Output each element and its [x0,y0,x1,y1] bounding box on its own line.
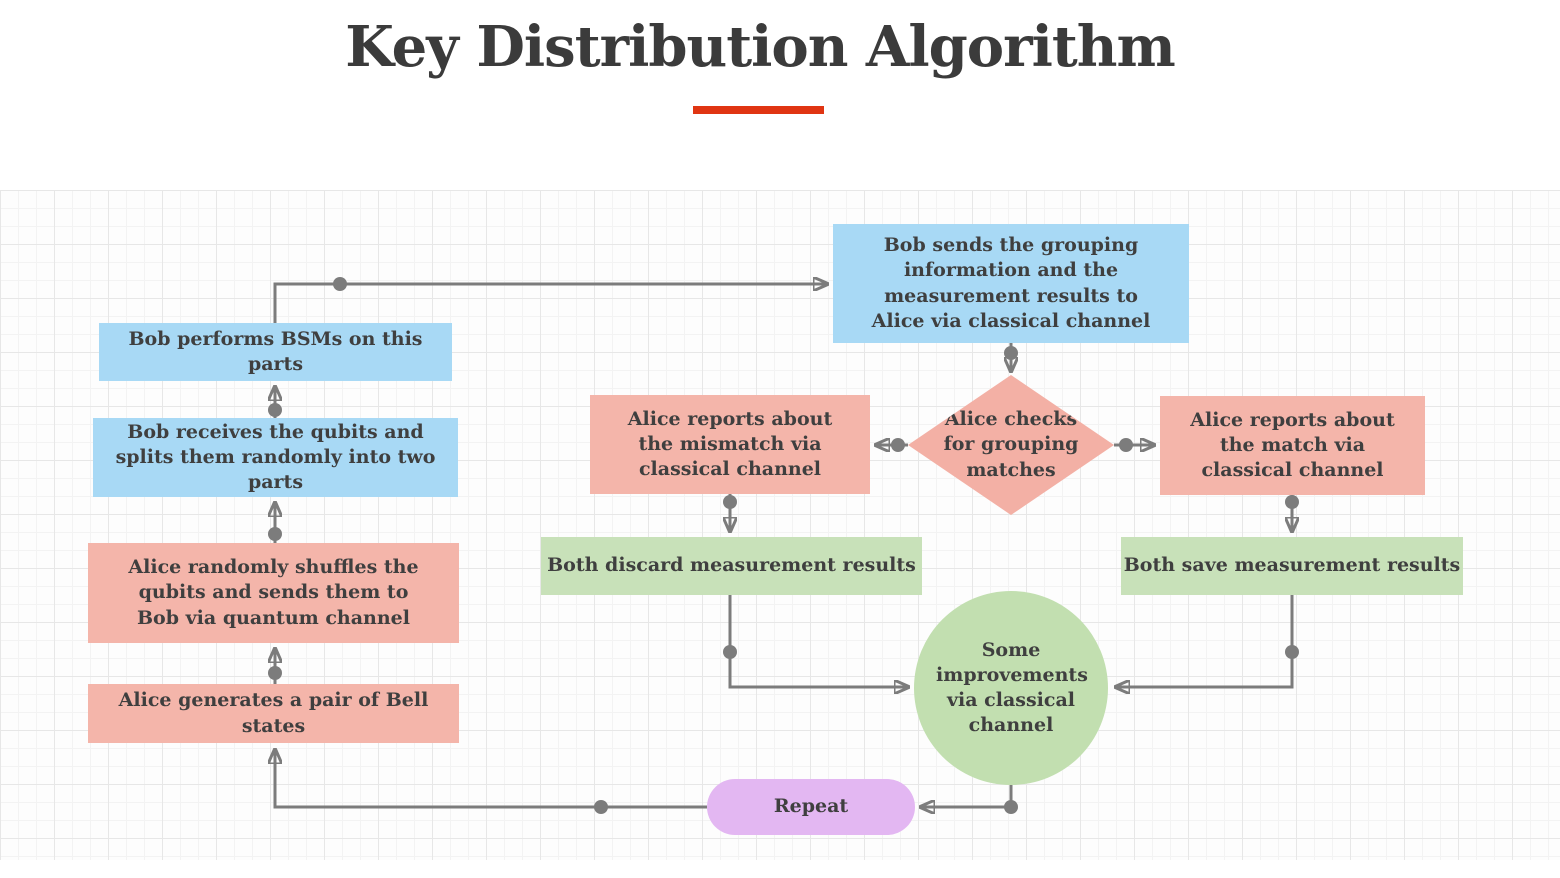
node-bob-sends-grouping-info: Bob sends the grouping information and t… [833,224,1189,343]
node-bob-receives-qubits: Bob receives the qubits and splits them … [93,418,458,497]
node-report-match: Alice reports about the match via classi… [1160,396,1425,495]
title-accent-underline [692,106,824,114]
node-alice-shuffles-qubits: Alice randomly shuffles the qubits and s… [88,543,459,643]
node-label: Both save measurement results [1123,554,1461,577]
node-label: Alice generates a pair of Bell states [118,689,429,737]
node-label: Bob receives the qubits and splits them … [115,420,436,494]
node-label: Repeat [773,795,849,818]
node-report-mismatch: Alice reports about the mismatch via cla… [590,395,870,494]
node-label: Some improvements via classical channel [936,638,1088,737]
node-save-measurement-results: Both save measurement results [1121,537,1463,595]
flowchart-grid-canvas [0,190,1560,860]
header: Key Distribution Algorithm [0,0,1560,190]
node-label: Alice checks for grouping matches [943,408,1079,481]
node-label: Both discard measurement results [547,554,916,577]
node-label: Bob performs BSMs on this parts [128,327,423,375]
node-label: Alice reports about the mismatch via cla… [627,407,833,481]
node-discard-measurement-results: Both discard measurement results [541,537,922,595]
node-label: Bob sends the grouping information and t… [871,234,1151,332]
node-repeat-pill: Repeat [707,779,915,835]
node-bob-performs-bsm: Bob performs BSMs on this parts [99,323,452,381]
page-title: Key Distribution Algorithm [345,14,1176,80]
node-label: Alice randomly shuffles the qubits and s… [128,556,419,629]
node-alice-generates-bell-states: Alice generates a pair of Bell states [88,684,459,743]
node-label: Alice reports about the match via classi… [1190,408,1395,482]
node-improvements-circle: Some improvements via classical channel [914,591,1108,785]
